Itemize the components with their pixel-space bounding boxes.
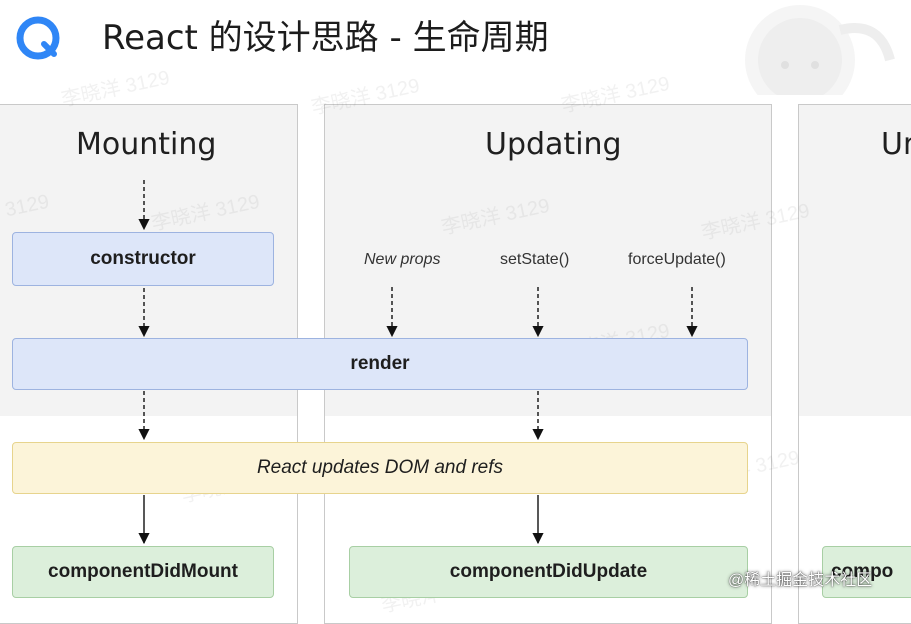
component-will-unmount-box: compo: [822, 546, 911, 598]
source-watermark: @稀土掘金技术社区: [728, 572, 873, 589]
updating-heading: Updating: [485, 127, 622, 162]
trigger-set-state: setState(): [500, 251, 570, 268]
trigger-force-update: forceUpdate(): [628, 251, 726, 268]
avatar-watermark-icon: [745, 5, 895, 95]
trigger-new-props: New props: [364, 251, 441, 268]
unmounting-panel: [798, 104, 911, 624]
unmounting-heading: Un: [881, 127, 911, 162]
component-did-update-box: componentDidUpdate: [349, 546, 748, 598]
react-updates-dom-box: React updates DOM and refs: [12, 442, 748, 494]
page-title: React 的设计思路 - 生命周期: [102, 18, 549, 58]
app-logo-icon: [16, 16, 60, 60]
component-did-mount-box: componentDidMount: [12, 546, 274, 598]
constructor-box: constructor: [12, 232, 274, 286]
render-box: render: [12, 338, 748, 390]
mounting-heading: Mounting: [76, 127, 217, 162]
